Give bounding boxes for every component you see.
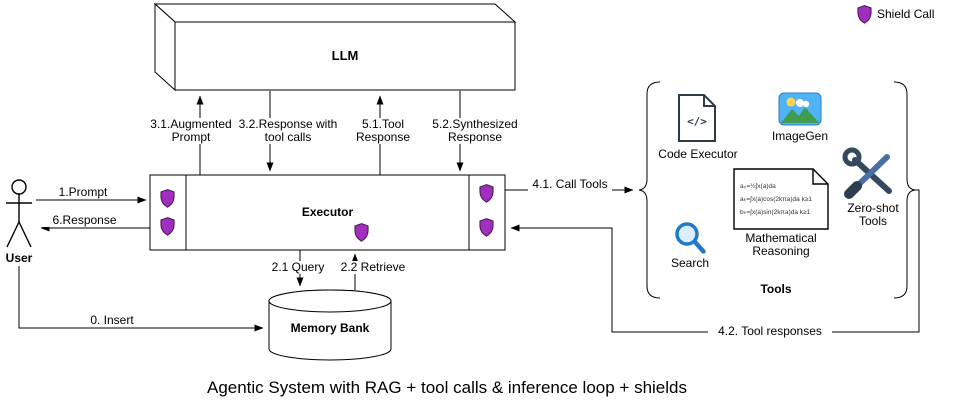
edge-label-query: 2.1 Query <box>262 261 334 274</box>
math-formula-line: bₖ=∫x(a)sin(2kπa)da k≥1 <box>740 209 811 216</box>
legend-shield-label: Shield Call <box>877 7 935 21</box>
diagram-caption: Agentic System with RAG + tool calls & i… <box>206 378 687 397</box>
memory-bank-label: Memory Bank <box>290 321 370 335</box>
code-executor-icon: </> <box>678 94 718 149</box>
tools-group-label: Tools <box>760 282 792 296</box>
edge-label-retrieve: 2.2 Retrieve <box>333 261 413 274</box>
math-reasoning-icon: a₀=½∫x(a)da aₖ=∫x(a)cos(2kπa)da k≥1 bₖ=∫… <box>733 168 829 235</box>
llm-label: LLM <box>331 48 359 63</box>
legend-shield-icon <box>857 5 872 29</box>
shield-icon <box>160 217 175 241</box>
edge-label-response: 6.Response <box>42 214 127 227</box>
shield-icon <box>160 189 175 213</box>
search-label: Search <box>670 256 710 270</box>
edge-insert <box>18 266 264 332</box>
edge-label-synthesized-response: 5.2.Synthesized Response <box>427 118 523 144</box>
user-label: User <box>5 251 33 265</box>
code-executor-label: Code Executor <box>658 147 738 161</box>
edge-label-call-tools: 4.1. Call Tools <box>528 178 612 191</box>
search-icon <box>672 220 708 263</box>
edge-label-prompt: 1.Prompt <box>43 186 123 199</box>
llm-node <box>153 2 517 92</box>
edge-label-augmented-prompt: 3.1.Augmented Prompt <box>147 118 235 144</box>
executor-label: Executor <box>301 205 354 219</box>
math-formula-line: a₀=½∫x(a)da <box>740 182 776 190</box>
edge-label-insert: 0. Insert <box>72 314 152 327</box>
user-actor <box>6 179 32 248</box>
zero-shot-tools-icon <box>840 145 898 205</box>
memory-bank-node <box>268 289 392 361</box>
imagegen-label: ImageGen <box>771 129 829 143</box>
imagegen-icon <box>778 92 822 132</box>
math-formula-line: aₖ=∫x(a)cos(2kπa)da k≥1 <box>740 196 812 203</box>
edge-label-tool-responses: 4.2. Tool responses <box>708 325 832 338</box>
svg-text:</>: </> <box>687 115 707 128</box>
shield-icon <box>354 223 369 247</box>
shield-icon <box>479 218 494 242</box>
executor-node <box>149 174 506 251</box>
math-reasoning-label: Mathematical Reasoning <box>745 231 817 258</box>
shield-icon <box>479 184 494 208</box>
edge-label-response-with-tool-calls: 3.2.Response with tool calls <box>237 117 339 144</box>
edge-label-tool-response: 5.1.Tool Response <box>341 118 425 144</box>
zero-shot-label: Zero-shot Tools <box>847 201 899 228</box>
